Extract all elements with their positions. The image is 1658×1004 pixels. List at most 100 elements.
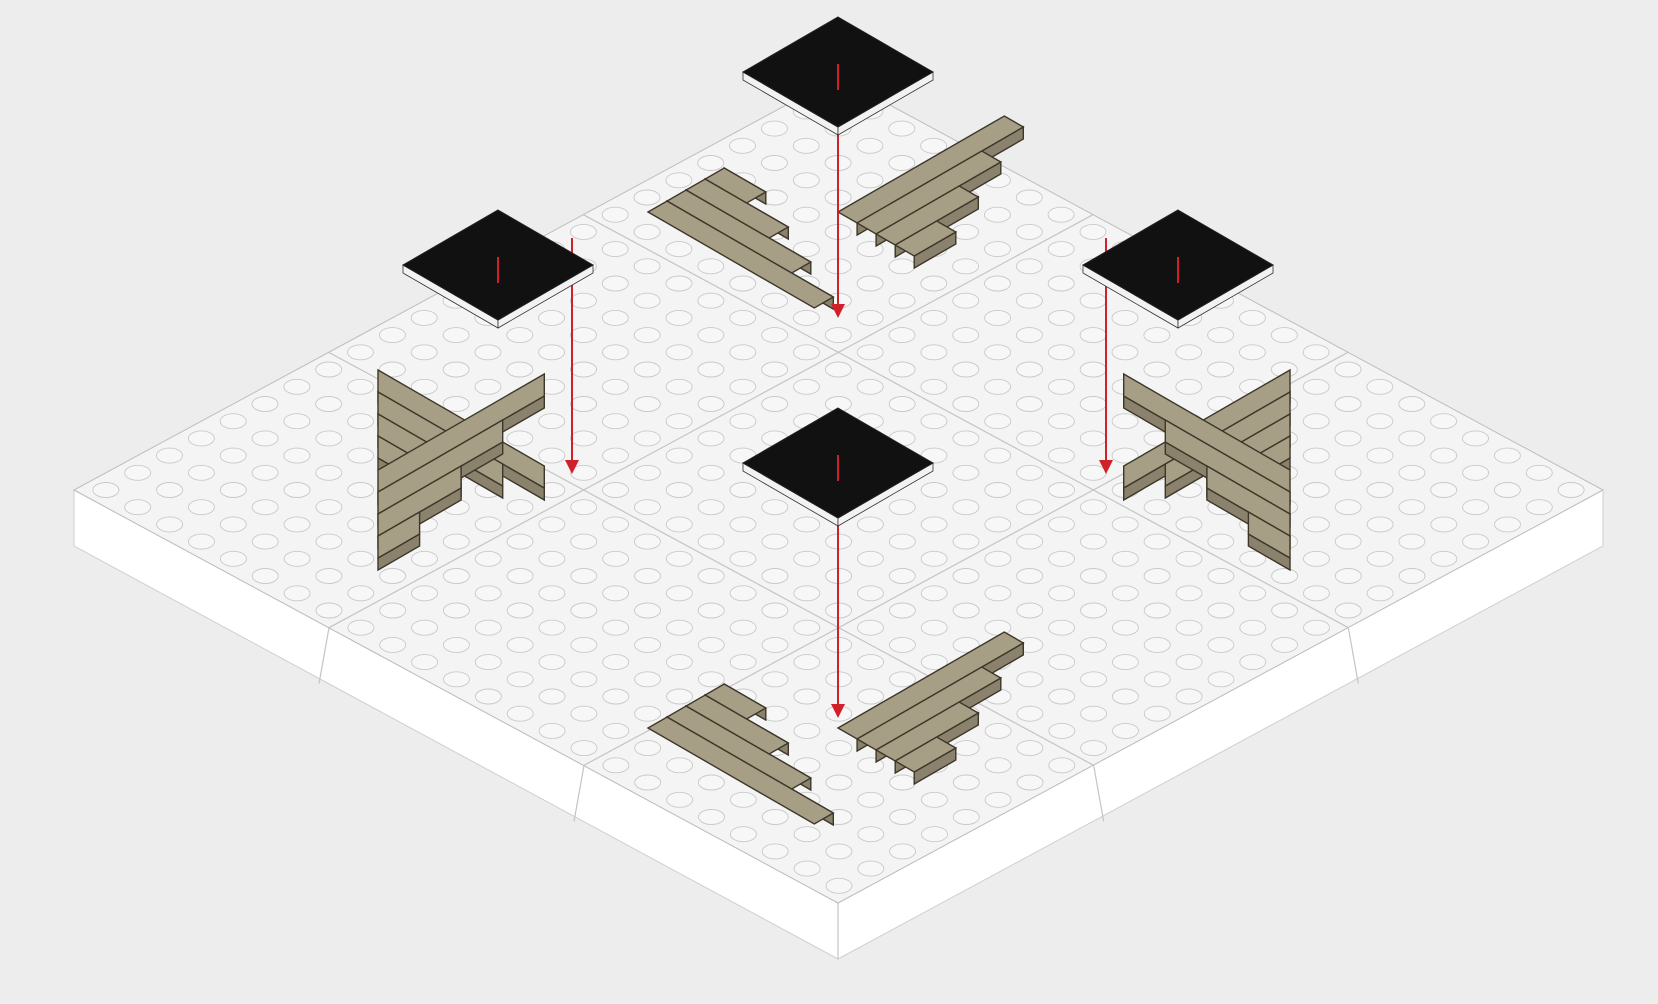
- stud: [826, 775, 852, 790]
- stud: [1048, 242, 1074, 257]
- stud: [602, 242, 628, 257]
- stud: [316, 397, 342, 412]
- stud: [1240, 655, 1266, 670]
- stud: [412, 655, 438, 670]
- stud: [890, 810, 916, 825]
- stud: [635, 637, 661, 652]
- stud: [1176, 379, 1202, 394]
- stud: [1335, 397, 1361, 412]
- stud: [794, 379, 820, 394]
- stud: [1367, 517, 1393, 532]
- stud: [890, 844, 916, 859]
- stud: [157, 483, 183, 498]
- stud: [1526, 500, 1552, 515]
- stud: [1335, 465, 1361, 480]
- stud: [953, 603, 979, 618]
- stud: [475, 689, 501, 704]
- stud: [730, 483, 756, 498]
- stud: [380, 569, 406, 584]
- stud: [571, 603, 597, 618]
- stud: [1399, 534, 1425, 549]
- stud: [858, 620, 884, 635]
- stud: [889, 121, 915, 136]
- stud: [348, 448, 374, 463]
- stud: [539, 655, 565, 670]
- stud: [985, 379, 1011, 394]
- stud: [858, 689, 884, 704]
- stud: [475, 620, 501, 635]
- stud: [1080, 569, 1106, 584]
- stud: [921, 586, 947, 601]
- stud: [188, 500, 214, 515]
- stud: [826, 878, 852, 893]
- stud: [889, 603, 915, 618]
- stud: [953, 775, 979, 790]
- stud: [602, 276, 628, 291]
- stud: [1335, 569, 1361, 584]
- stud: [825, 362, 851, 377]
- stud: [634, 328, 660, 343]
- stud: [921, 792, 947, 807]
- stud: [1112, 655, 1138, 670]
- stud: [1080, 328, 1106, 343]
- stud: [667, 758, 693, 773]
- stud: [603, 517, 629, 532]
- stud: [666, 586, 692, 601]
- stud: [1016, 259, 1042, 274]
- stud: [1240, 586, 1266, 601]
- stud: [762, 810, 788, 825]
- stud: [602, 414, 628, 429]
- stud: [857, 517, 883, 532]
- stud: [1144, 706, 1170, 721]
- stud: [284, 448, 310, 463]
- stud: [858, 861, 884, 876]
- stud: [539, 345, 565, 360]
- stud: [1208, 534, 1234, 549]
- stud: [507, 603, 533, 618]
- stud: [635, 706, 661, 721]
- stud: [539, 723, 565, 738]
- stud: [921, 310, 947, 325]
- stud: [1399, 500, 1425, 515]
- stud: [984, 207, 1010, 222]
- stud: [762, 293, 788, 308]
- stud: [1048, 379, 1074, 394]
- stud: [762, 672, 788, 687]
- stud: [698, 775, 724, 790]
- stud: [634, 397, 660, 412]
- stud: [921, 276, 947, 291]
- stud: [1303, 345, 1329, 360]
- stud: [1112, 689, 1138, 704]
- stud: [730, 345, 756, 360]
- stud: [1080, 534, 1106, 549]
- stud: [316, 534, 342, 549]
- stud: [634, 534, 660, 549]
- stud: [1080, 500, 1106, 515]
- stud: [1080, 397, 1106, 412]
- stud: [699, 810, 725, 825]
- stud: [252, 500, 278, 515]
- stud: [1335, 431, 1361, 446]
- stud: [826, 844, 852, 859]
- stud: [603, 551, 629, 566]
- stud: [1049, 517, 1075, 532]
- stud: [698, 603, 724, 618]
- stud: [284, 414, 310, 429]
- stud: [316, 431, 342, 446]
- stud: [1017, 775, 1043, 790]
- stud: [1016, 328, 1042, 343]
- stud: [1431, 483, 1457, 498]
- stud: [348, 379, 374, 394]
- stud: [730, 655, 756, 670]
- stud: [635, 569, 661, 584]
- stud: [252, 465, 278, 480]
- stud: [889, 637, 915, 652]
- stud: [1176, 620, 1202, 635]
- stud: [348, 517, 374, 532]
- stud: [698, 397, 724, 412]
- stud: [634, 293, 660, 308]
- stud: [1048, 414, 1074, 429]
- stud: [858, 655, 884, 670]
- stud: [635, 603, 661, 618]
- stud: [666, 276, 692, 291]
